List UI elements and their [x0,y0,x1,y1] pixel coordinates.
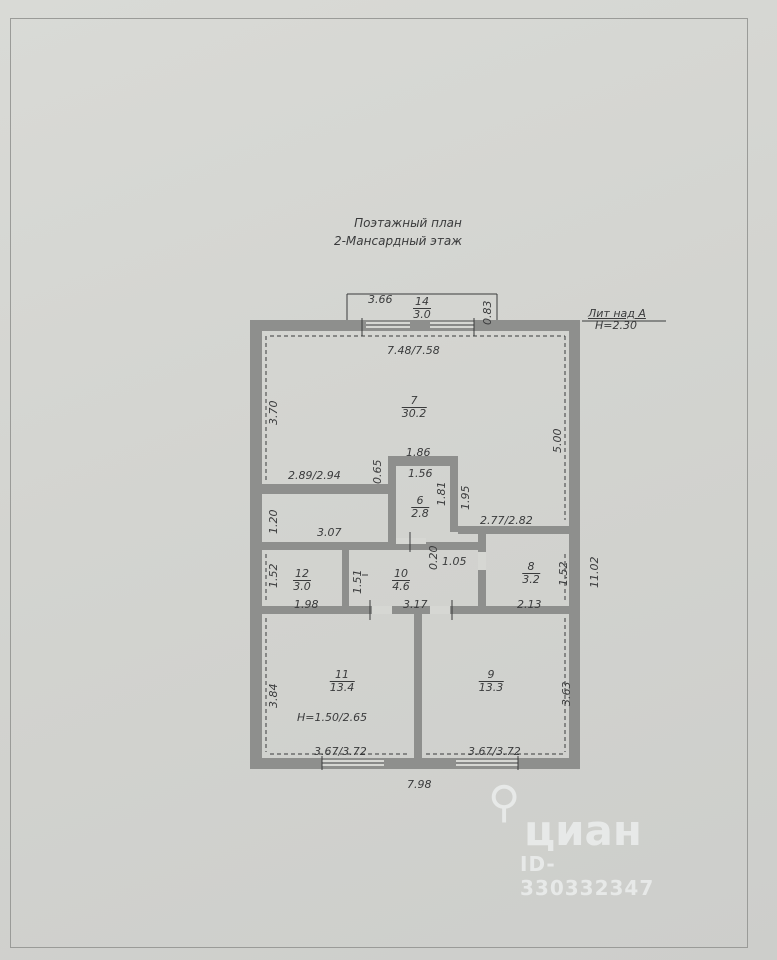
map-pin-icon: ⚲ [488,777,521,828]
dim-room6-inner-top: 1.56 [408,467,433,480]
partition-room6-left [388,456,396,542]
partition-room6-top [388,456,458,466]
dim-room10-left: 1.51 [351,569,364,595]
partition-room7-hall-left [262,484,388,494]
dim-room8-height: 1.52 [557,561,570,587]
outer-wall-right [569,320,580,769]
room11-height-label: H=1.50/2.65 [297,711,368,724]
dim-room7-lower-left: 2.89/2.94 [288,469,341,482]
outer-wall-left [250,320,262,769]
dim-hall-height: 1.20 [267,509,280,535]
dim-room7-left: 3.70 [267,400,280,426]
dim-room11-length: 3.67/3.72 [314,745,367,758]
dim-room8-length: 2.13 [517,598,542,611]
partition-hall-right [458,526,569,534]
dim-hall-right-length: 2.77/2.82 [480,514,533,527]
dim-room12-length: 1.98 [294,598,319,611]
dim-room7-length: 7.48/7.58 [387,344,440,357]
dim-room12-height: 1.52 [267,563,280,589]
dim-overall-length: 7.98 [407,778,432,791]
dimension-lines [265,293,666,770]
liter-height: H=2.30 [595,319,637,332]
partition-room6-right [450,456,458,532]
partition-lower-hall-top [262,542,482,550]
dim-room10-length: 3.17 [403,598,428,611]
outer-wall-top [250,320,580,331]
outer-wall-bottom [250,758,580,769]
sheet-frame [10,18,748,948]
dim-room6-top: 1.86 [406,446,431,459]
dim-balcony-length: 3.66 [368,293,393,306]
dim-room11-height: 3.84 [267,683,280,709]
watermark-listing-id: ID-330332347 [520,852,655,900]
dim-room7-right: 5.00 [551,428,564,454]
dim-room9-height: 3.63 [560,681,573,707]
door-room6 [396,538,426,544]
door-room9 [430,606,450,614]
dim-room9-length: 3.67/3.72 [468,745,521,758]
walls [250,320,580,769]
door-room8 [478,552,486,570]
partition-bedrooms-middle [414,606,422,758]
dim-balcony-depth: 0.83 [481,300,494,326]
dim-overall-width: 11.02 [588,556,601,589]
partition-room12-right [342,550,349,606]
door-room11 [372,606,392,614]
dim-room6-right: 1.95 [459,485,472,511]
dim-room6-height: 1.81 [435,481,448,507]
dim-room6-left: 0.65 [371,459,384,485]
plan-title: Поэтажный план [354,216,462,230]
watermark-brand: циан [524,806,642,855]
plan-subtitle: 2-Мансардный этаж [333,234,463,248]
dim-room10-top: 0.20 [427,545,440,571]
dim-room10-top-right: 1.05 [442,555,467,568]
dim-hall-length: 3.07 [317,526,342,539]
liter-label: Лит над А [588,307,646,320]
